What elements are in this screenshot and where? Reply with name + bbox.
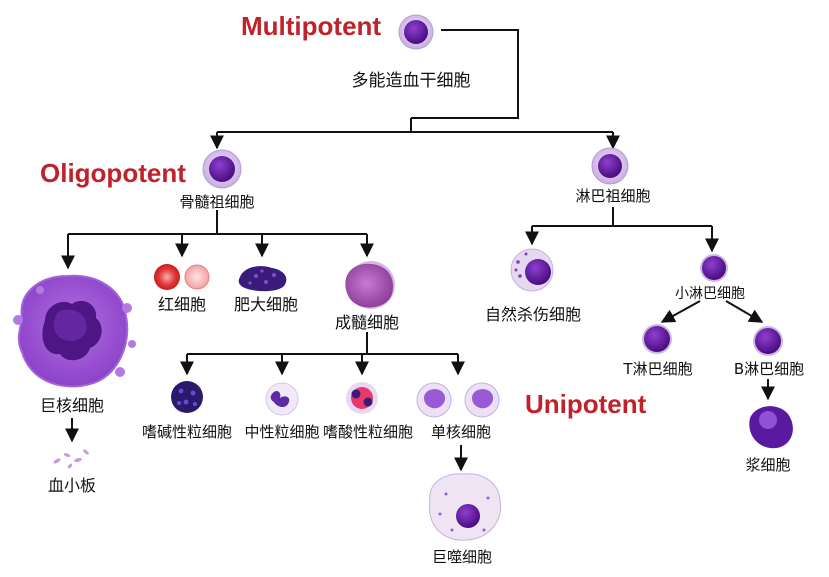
megakaryocyte-label: 巨核细胞: [40, 396, 104, 415]
arrow-to-t-cell: [660, 300, 701, 323]
basophil-cell: [171, 381, 203, 413]
hsc-label: 多能造血干细胞: [352, 71, 471, 91]
erythrocyte-cell: [154, 264, 210, 290]
lymphoid-progenitor-cell: [591, 147, 629, 185]
mast-cell: [238, 266, 287, 292]
eosinophil-label: 嗜酸性粒细胞: [323, 423, 413, 441]
nk-cell: [510, 248, 554, 292]
eosinophil-cell: [346, 382, 378, 414]
hsc-connector: [411, 29, 519, 119]
platelet-cluster: [53, 449, 89, 469]
nk-cell-label: 自然杀伤细胞: [485, 305, 581, 324]
plasma-cell: [749, 406, 793, 449]
t-cell: [642, 324, 672, 354]
connectors: [61, 29, 775, 472]
oligopotent-label: Oligopotent: [40, 158, 186, 188]
platelet-label: 血小板: [48, 476, 96, 495]
macrophage-cell: [428, 473, 502, 541]
hsc-cell: [398, 14, 434, 50]
myeloblast-label: 成髓细胞: [335, 313, 399, 332]
small-lymphocyte-label: 小淋巴细胞: [675, 286, 745, 302]
monocyte-label: 单核细胞: [431, 423, 491, 441]
t-cell-label: T淋巴细胞: [622, 360, 692, 378]
mast-cell-label: 肥大细胞: [234, 295, 298, 314]
basophil-label: 嗜碱性粒细胞: [142, 423, 232, 441]
macrophage-label: 巨噬细胞: [432, 548, 492, 566]
plasma-cell-label: 浆细胞: [745, 456, 790, 474]
monocyte-cell: [416, 382, 500, 418]
b-cell-label: B淋巴细胞: [734, 360, 804, 378]
neutrophil-cell: [265, 382, 299, 416]
myeloblast-cell: [345, 261, 395, 309]
megakaryocyte-cell: [13, 274, 136, 388]
b-cell: [753, 326, 783, 356]
myeloid-progenitor-cell: [202, 149, 242, 189]
myeloid-progenitor-label: 骨髓祖细胞: [179, 193, 254, 211]
neutrophil-label: 中性粒细胞: [244, 423, 319, 441]
multipotent-label: Multipotent: [241, 11, 381, 41]
arrow-to-b-cell: [725, 300, 764, 323]
erythrocyte-label: 红细胞: [158, 295, 206, 314]
lymphoid-progenitor-label: 淋巴祖细胞: [575, 187, 650, 205]
small-lymphocyte-cell: [700, 254, 728, 282]
unipotent-label: Unipotent: [525, 389, 647, 419]
